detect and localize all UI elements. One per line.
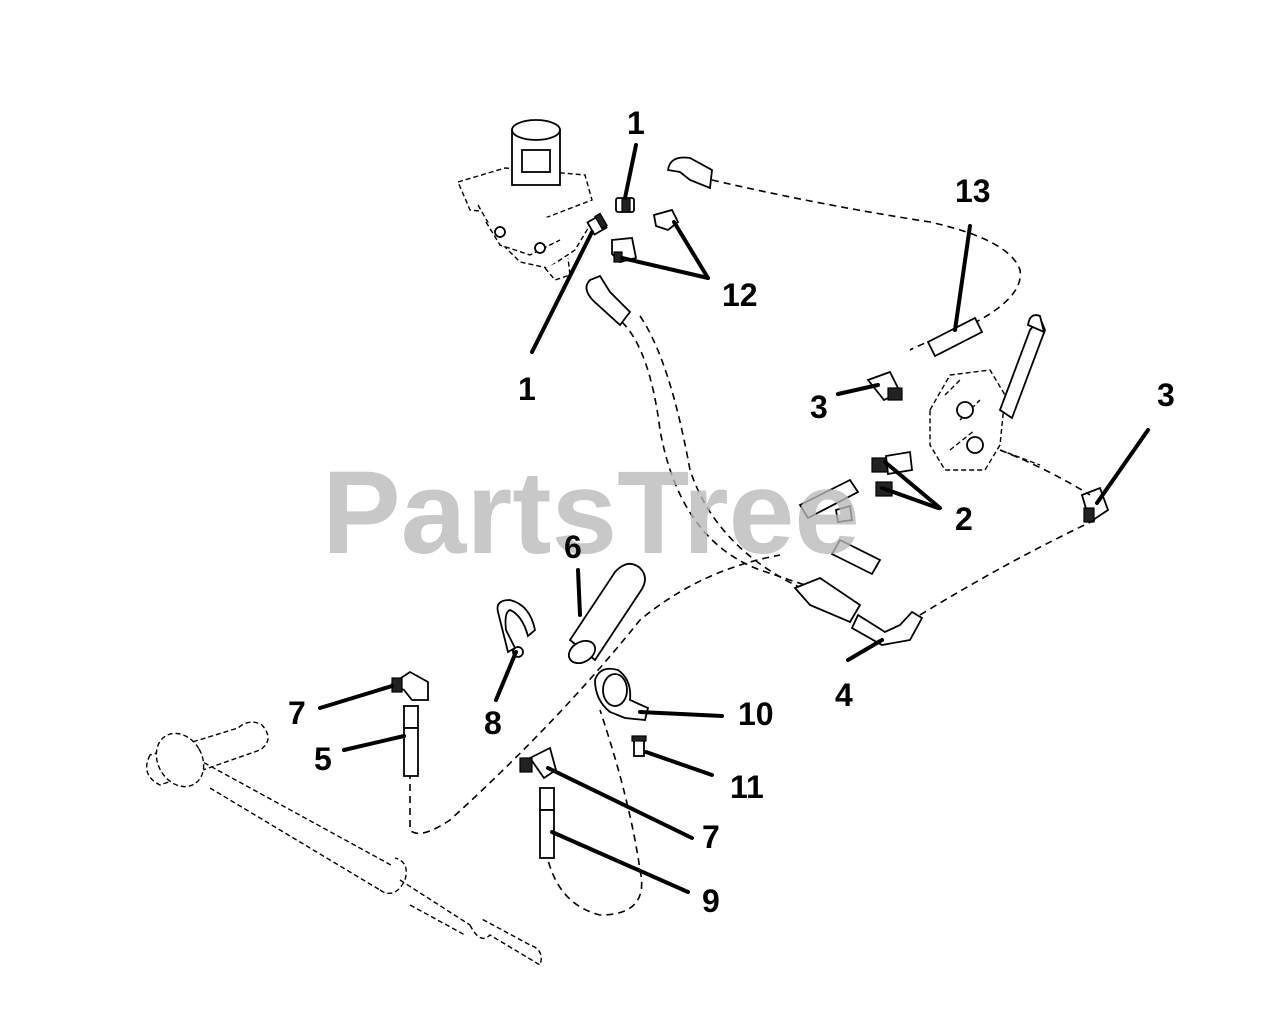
callout-8: 8 [484, 705, 502, 741]
callout-2: 2 [955, 501, 973, 537]
callout-9: 9 [702, 883, 720, 919]
callout-1-bottom: 1 [518, 371, 536, 407]
hydraulic-cylinder [146, 721, 542, 967]
fitting-3-right [999, 449, 1110, 524]
watermark-text: PartsTree [322, 447, 860, 579]
sleeve-6 [567, 562, 646, 665]
clamp-8 [496, 599, 536, 658]
leader-lines [318, 143, 1150, 894]
fitting-3-valve-left [866, 370, 903, 402]
callout-labels: 1 1 12 13 3 3 2 6 4 7 8 10 5 11 7 9 [288, 105, 1175, 919]
hose-main-supply [585, 274, 851, 601]
callout-5: 5 [314, 741, 332, 777]
hose-4 [793, 519, 1096, 646]
callout-7-left: 7 [288, 695, 306, 731]
hose-9 [539, 787, 555, 859]
fitting-1-top [615, 197, 635, 213]
callout-12: 12 [722, 277, 758, 313]
callout-11: 11 [730, 769, 764, 805]
hose-13-return [666, 156, 1022, 358]
callout-13: 13 [955, 173, 991, 209]
fitting-2-upper [871, 450, 913, 476]
hose-clamp-10 [594, 667, 650, 721]
callout-4: 4 [835, 677, 853, 713]
callout-7-bottom: 7 [702, 819, 720, 855]
hose-end-stub [798, 478, 882, 576]
callout-3-left: 3 [810, 389, 828, 425]
callout-1-top: 1 [627, 105, 645, 141]
callout-3-right: 3 [1157, 377, 1175, 413]
callout-10: 10 [738, 696, 774, 732]
hose-lower-sweep [409, 554, 781, 916]
elbow-7-lower [519, 746, 558, 780]
elbow-7-left [390, 670, 429, 701]
hydraulic-pump [457, 119, 593, 281]
fitting-1-pump-outlet [586, 212, 608, 236]
screw-11 [631, 735, 647, 757]
fitting-12-upper [652, 208, 680, 232]
callout-6: 6 [564, 529, 582, 565]
control-valve [929, 314, 1046, 471]
hose-5 [403, 705, 419, 777]
